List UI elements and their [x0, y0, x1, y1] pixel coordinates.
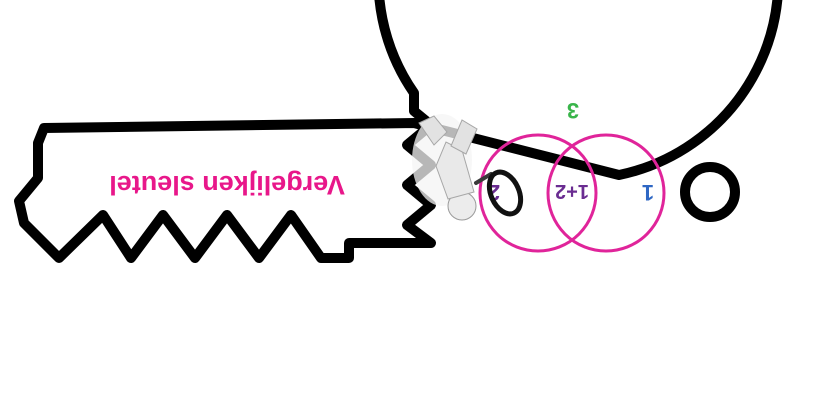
venn-overlap-label: 1+2 — [555, 180, 589, 202]
key-title: Vergelijken sleutel — [109, 170, 345, 200]
venn-circle-left — [546, 133, 666, 253]
venn-circle-right — [478, 133, 598, 253]
key-outline — [14, 0, 783, 263]
magnifying-glass-person-icon — [412, 114, 524, 221]
venn-left-label: 1 — [642, 180, 654, 205]
key-hole — [680, 162, 740, 222]
venn-top-label: 3 — [567, 98, 579, 123]
